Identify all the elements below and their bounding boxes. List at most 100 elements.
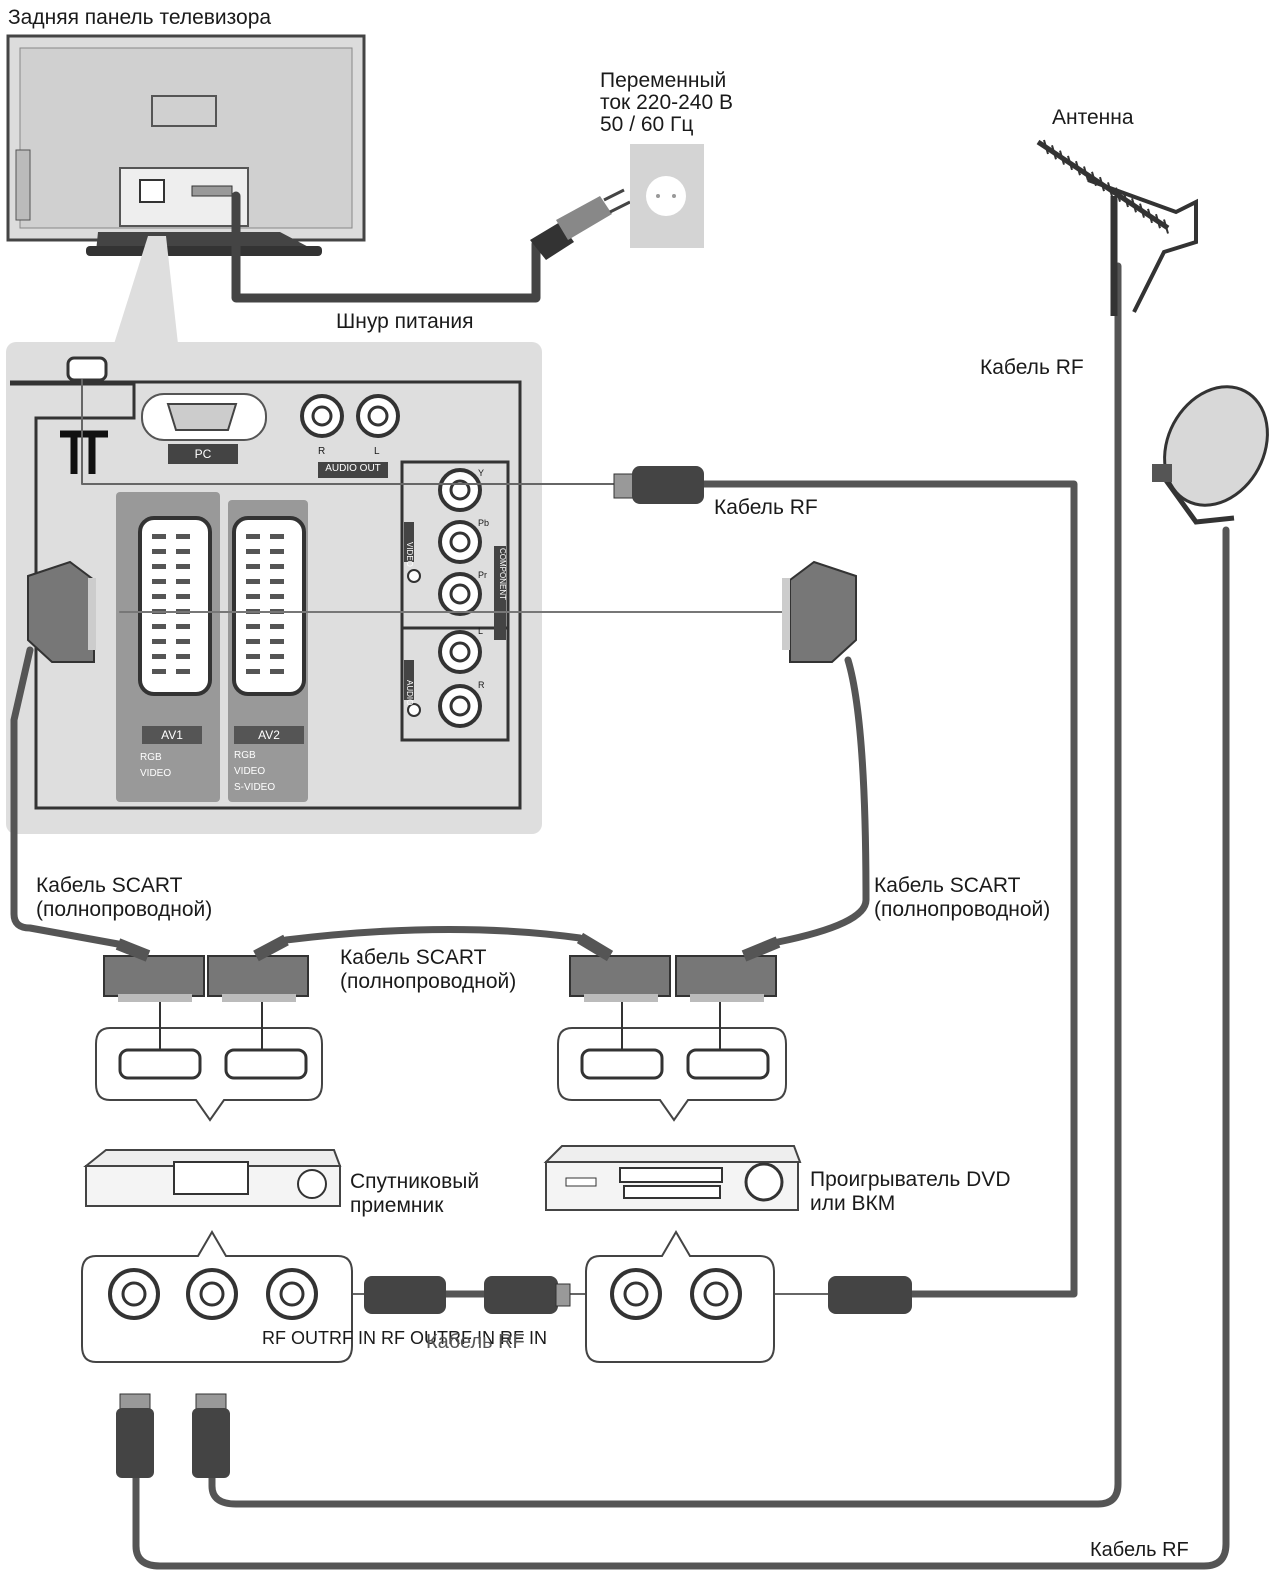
wall-outlet-icon — [630, 144, 704, 248]
component-pr-label: Pr — [478, 570, 487, 580]
antenna-element — [1107, 182, 1113, 197]
scart-pin — [270, 654, 284, 659]
rf-port-callouts — [81, 1230, 775, 1363]
antenna-symbol-icon — [60, 430, 108, 474]
scart-cable-left-label: Кабель SCART (полнопроводной) — [36, 874, 212, 922]
scart-pin — [246, 594, 260, 599]
audio-out-label: AUDIO OUT — [325, 463, 381, 474]
scart-pin — [152, 594, 166, 599]
component-r-label: R — [478, 680, 485, 690]
rf-line-tv — [81, 379, 627, 485]
satellite-receiver-icon — [83, 1149, 342, 1207]
antenna-icon — [1036, 139, 1198, 316]
antenna-element — [1099, 176, 1105, 192]
scart-pin — [152, 579, 166, 584]
ac-label-line1: Переменный — [600, 69, 727, 92]
rf-cable-antenna-label: Кабель RF — [980, 356, 1084, 379]
scart-cable-right-label: Кабель SCART (полнопроводной) — [874, 874, 1050, 922]
scart-pin — [152, 639, 166, 644]
antenna-element — [1075, 160, 1081, 176]
scart-pin — [176, 534, 190, 539]
cables — [10, 191, 1230, 1570]
av2-label: AV2 — [258, 728, 280, 742]
scart-pin — [270, 579, 284, 584]
rf-cable-mid-label: Кабель RF — [426, 1331, 525, 1353]
antenna-element — [1115, 187, 1121, 202]
scart-cable-middle-label-2: (полнопроводной) — [340, 970, 517, 993]
scart-pin — [270, 669, 284, 674]
rf-cable-satellite — [132, 526, 1230, 1570]
tv-rear-illustration — [6, 34, 366, 256]
antenna-element — [1163, 219, 1169, 234]
dvd-vcr-icon — [543, 1145, 802, 1211]
scart-pin — [176, 549, 190, 554]
antenna-element — [1083, 166, 1089, 181]
scart-socket-callouts — [95, 1002, 787, 1122]
power-cable — [231, 191, 541, 303]
antenna-socket-icon — [66, 356, 108, 382]
scart-cable-right-label-1: Кабель SCART — [874, 874, 1021, 897]
scart-plug-left-panel — [27, 560, 96, 663]
scart-pin — [270, 624, 284, 629]
scart-pin — [246, 549, 260, 554]
antenna-element — [1155, 213, 1161, 229]
scart-cable-middle-label: Кабель SCART (полнопроводной) — [340, 946, 516, 994]
scart-plugs-devices — [103, 932, 781, 1002]
av2-svideo-label: S-VIDEO — [234, 782, 276, 793]
satellite-receiver-label-2: приемник — [350, 1194, 444, 1217]
component-pb-label: Pb — [478, 518, 490, 528]
scart-cable-middle-label-1: Кабель SCART — [340, 946, 487, 969]
satellite-dish-icon — [1152, 385, 1269, 525]
video-vertical-label: VIDEO — [405, 542, 414, 567]
zoom-wedge — [114, 236, 178, 344]
scart-pin — [152, 669, 166, 674]
scart-pin — [176, 669, 190, 674]
scart-cable-left-label-1: Кабель SCART — [36, 874, 183, 897]
scart-pin — [270, 594, 284, 599]
tv-rear-label: Задняя панель телевизора — [8, 6, 272, 29]
antenna-element — [1051, 145, 1057, 160]
scart-pin — [176, 639, 190, 644]
scart-cable-left-label-2: (полнопроводной) — [36, 898, 213, 921]
antenna-element — [1123, 192, 1129, 208]
vga-port-icon — [166, 403, 238, 431]
scart-pin — [270, 639, 284, 644]
scart-pin — [246, 639, 260, 644]
satellite-receiver-label-1: Спутниковый — [350, 1170, 480, 1193]
scart-pin — [176, 624, 190, 629]
component-vertical-label: COMPONENT — [498, 548, 507, 600]
scart-pin — [246, 534, 260, 539]
audio-vertical-label: AUDIO — [405, 680, 414, 706]
component-y-label: Y — [478, 468, 485, 478]
rf-cable-bottom-label: Кабель RF — [1090, 1539, 1189, 1561]
rf-plugs — [116, 1276, 912, 1478]
dvd-vcr-label: Проигрыватель DVD или ВКМ — [810, 1168, 1010, 1216]
av1-rgb-label: RGB — [140, 752, 162, 763]
scart-pin — [176, 564, 190, 569]
scart-pin — [246, 669, 260, 674]
antenna-element — [1091, 171, 1097, 187]
scart-pin — [152, 549, 166, 554]
antenna-element — [1131, 198, 1137, 213]
av1-scart-socket — [138, 516, 212, 696]
pc-port-label: PC — [194, 447, 212, 461]
scart-cable-middle — [282, 926, 584, 944]
scart-pin — [246, 654, 260, 659]
ac-label-line2: ток 220-240 В — [600, 91, 733, 114]
scart-cable-left — [10, 646, 122, 948]
tv-connection-panel — [6, 342, 542, 834]
scart-pin — [152, 624, 166, 629]
av2-video-label: VIDEO — [234, 766, 266, 777]
av1-video-label: VIDEO — [140, 768, 172, 779]
component-jacks — [404, 468, 482, 728]
scart-pin — [176, 654, 190, 659]
scart-pin — [246, 564, 260, 569]
scart-pin — [176, 594, 190, 599]
ac-label: Переменный ток 220-240 В 50 / 60 Гц — [600, 70, 733, 136]
scart-pin — [152, 654, 166, 659]
rf-cable-tv-label: Кабель RF — [714, 496, 818, 519]
scart-pin — [270, 534, 284, 539]
power-cord-label: Шнур питания — [336, 310, 474, 333]
scart-plug-right-panel — [782, 560, 857, 663]
